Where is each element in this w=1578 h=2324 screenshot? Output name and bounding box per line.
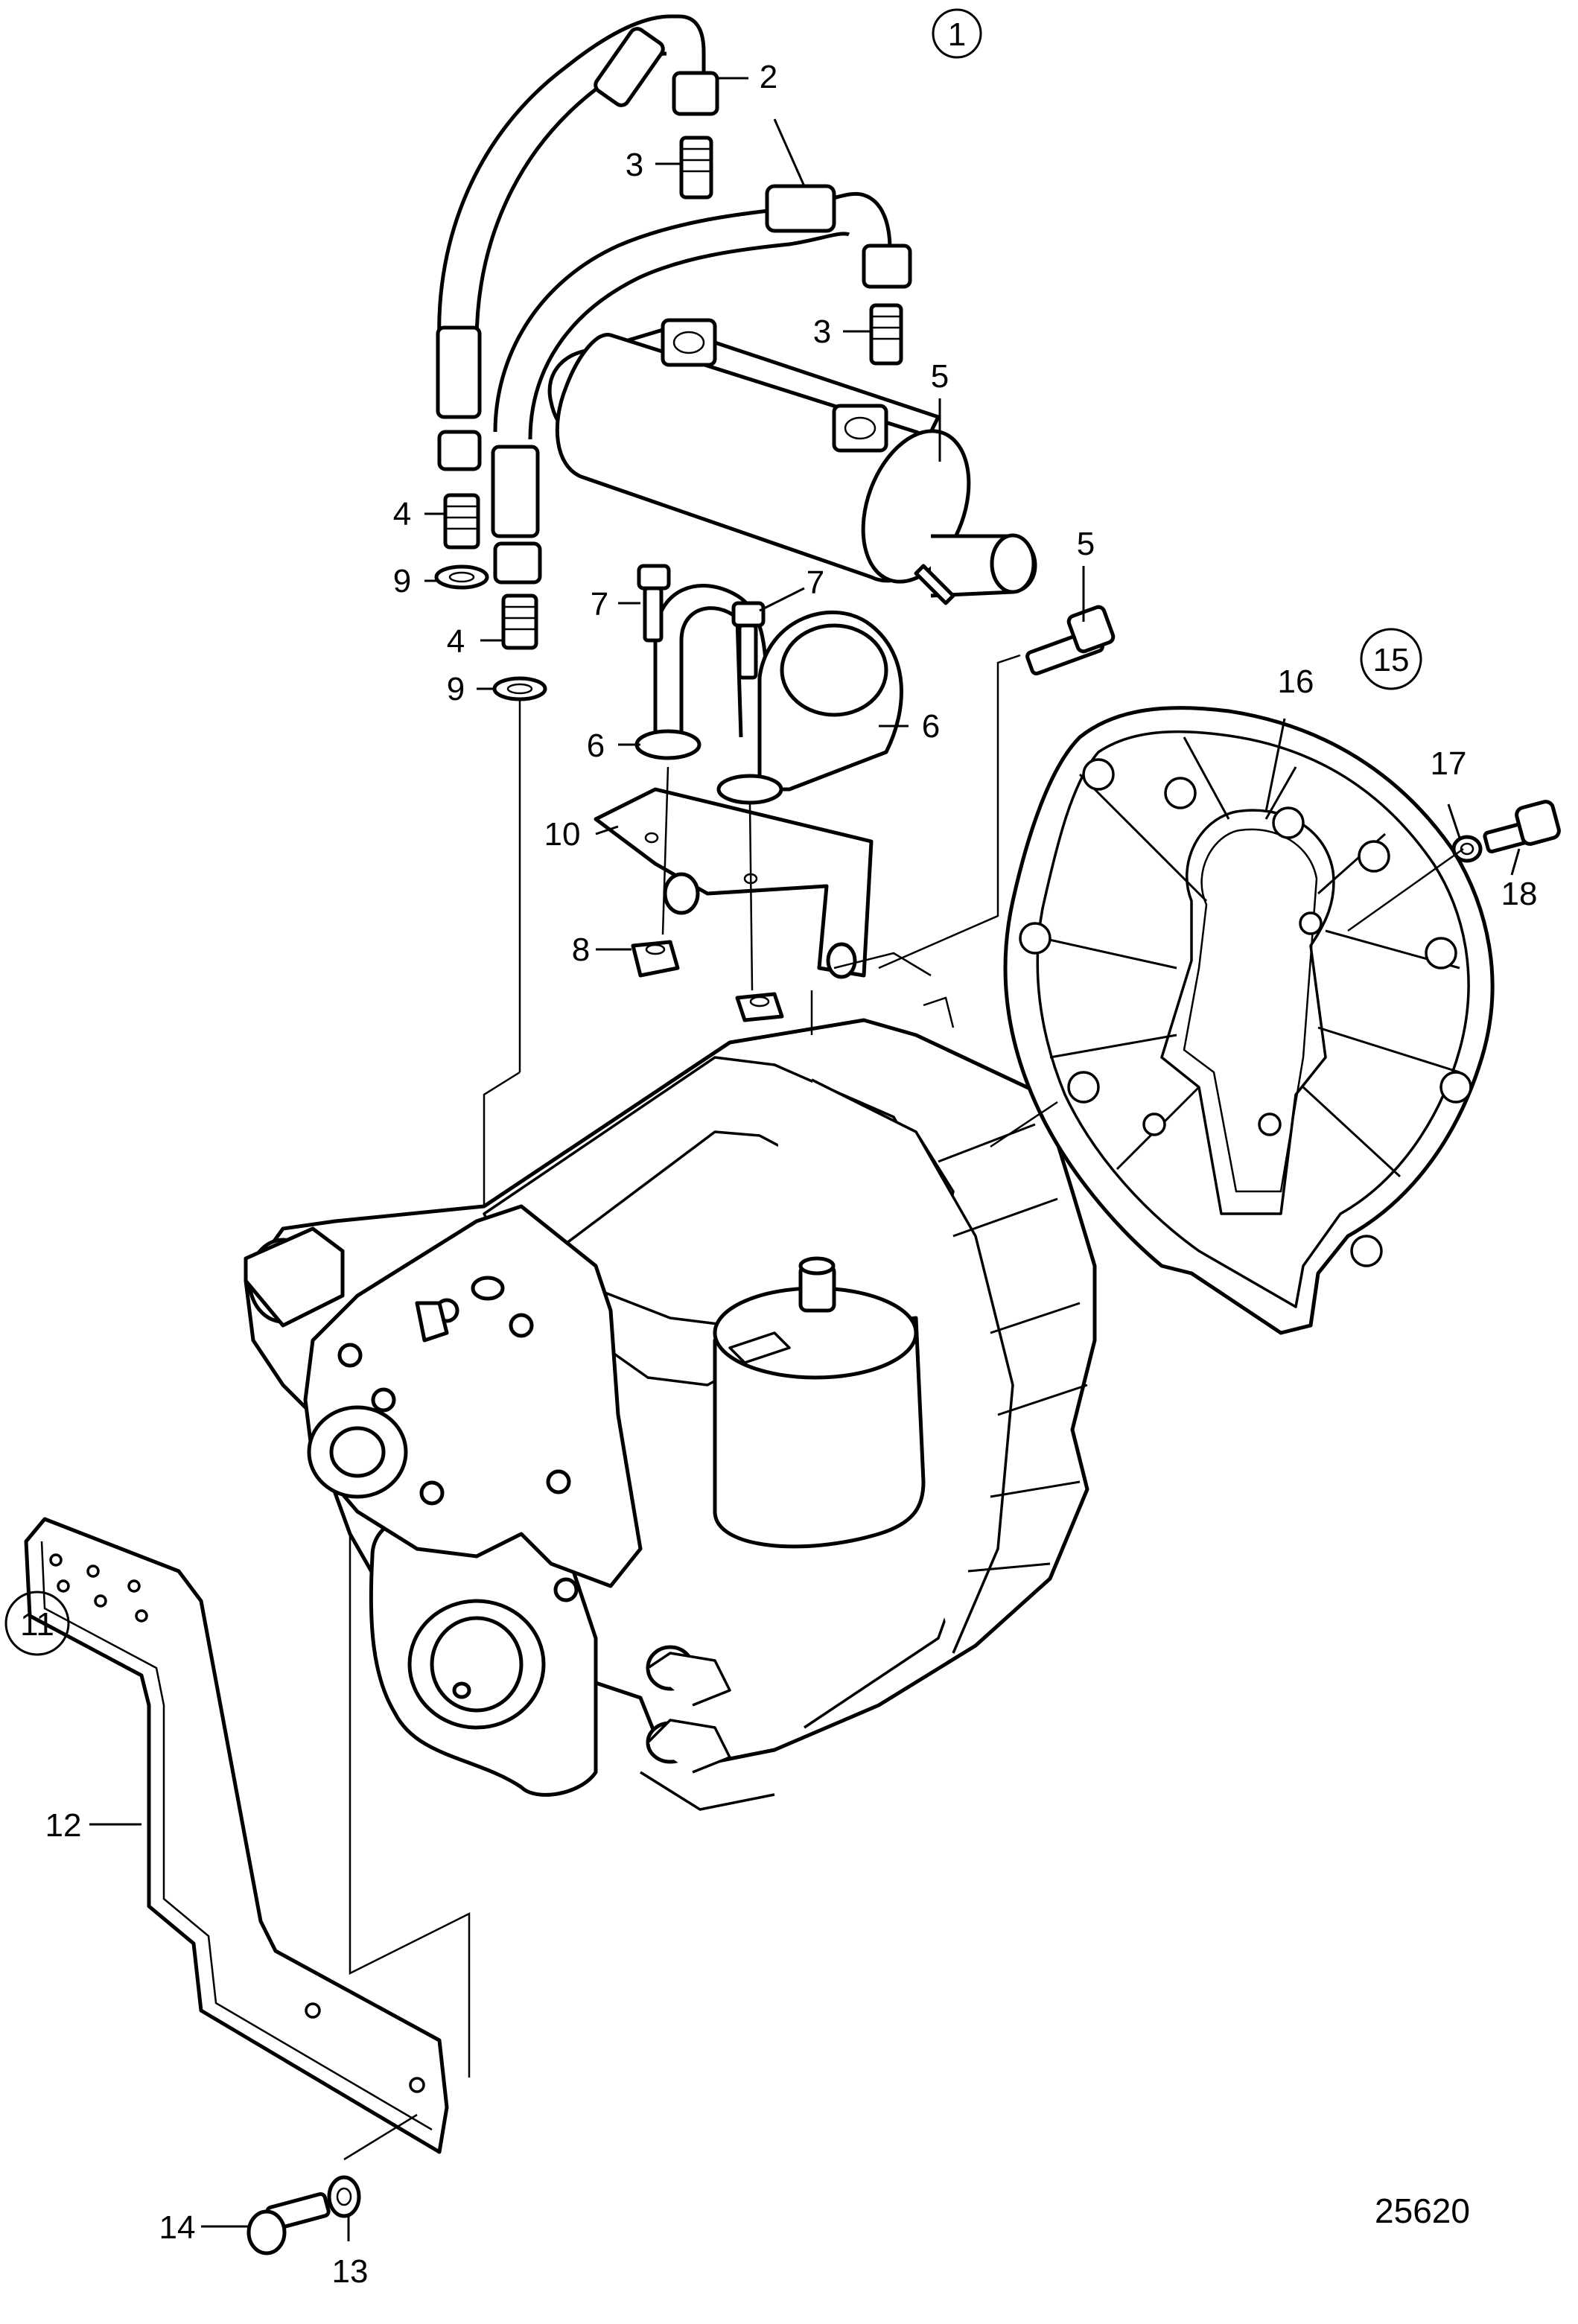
callout-2-text: 2 (760, 59, 777, 95)
callout-3-text: 3 (813, 313, 831, 350)
oil-cooler (547, 318, 1037, 605)
washer-and-bolt-17-18 (1451, 800, 1561, 863)
callout-11-text: 11 (20, 1606, 54, 1643)
callout-1: 1 (932, 8, 982, 59)
callout-labels: 1 2 3 3 5 4 9 5 7 7 4 9 15 16 17 18 6 6 … (4, 8, 1538, 2290)
mounting-bracket (24, 1517, 449, 2154)
callout-6-text: 6 (922, 708, 940, 745)
callout-18-text: 18 (1501, 876, 1538, 912)
callout-6-text: 6 (587, 728, 605, 764)
callout-7-text: 7 (591, 586, 608, 623)
callout-15: 15 (1360, 628, 1422, 690)
callout-1-text: 1 (948, 16, 966, 53)
callout-17-text: 17 (1431, 745, 1467, 782)
bolt-14-washer-13 (246, 2175, 361, 2255)
pipe-fittings-lower (434, 430, 547, 701)
callout-3-text: 3 (626, 147, 643, 183)
bolt-5 (1025, 605, 1116, 676)
callout-5-text: 5 (1077, 526, 1095, 562)
callout-13-text: 13 (332, 2253, 369, 2290)
callout-15-text: 15 (1373, 642, 1410, 678)
figure-number: 25620 (1375, 2191, 1470, 2230)
gearbox-housing (244, 1018, 1097, 1811)
callout-16-text: 16 (1278, 663, 1314, 700)
callout-4-text: 4 (447, 623, 465, 660)
clamps-and-bracket (594, 564, 903, 1022)
pipe-fittings-top (672, 71, 912, 366)
callout-11: 11 (4, 1591, 70, 1656)
callout-4-text: 4 (393, 496, 411, 532)
callout-10-text: 10 (544, 816, 581, 853)
callout-9-text: 9 (393, 563, 411, 599)
leader-lines (89, 77, 1521, 2241)
callout-7-text: 7 (807, 564, 824, 601)
callout-8-text: 8 (572, 932, 590, 968)
callout-9-text: 9 (447, 671, 465, 707)
bell-housing-cover (1003, 706, 1495, 1335)
callout-5-text: 5 (931, 358, 949, 395)
assembly-guide-lines (343, 654, 1464, 2161)
callout-12-text: 12 (45, 1807, 82, 1844)
callout-14-text: 14 (159, 2209, 196, 2246)
